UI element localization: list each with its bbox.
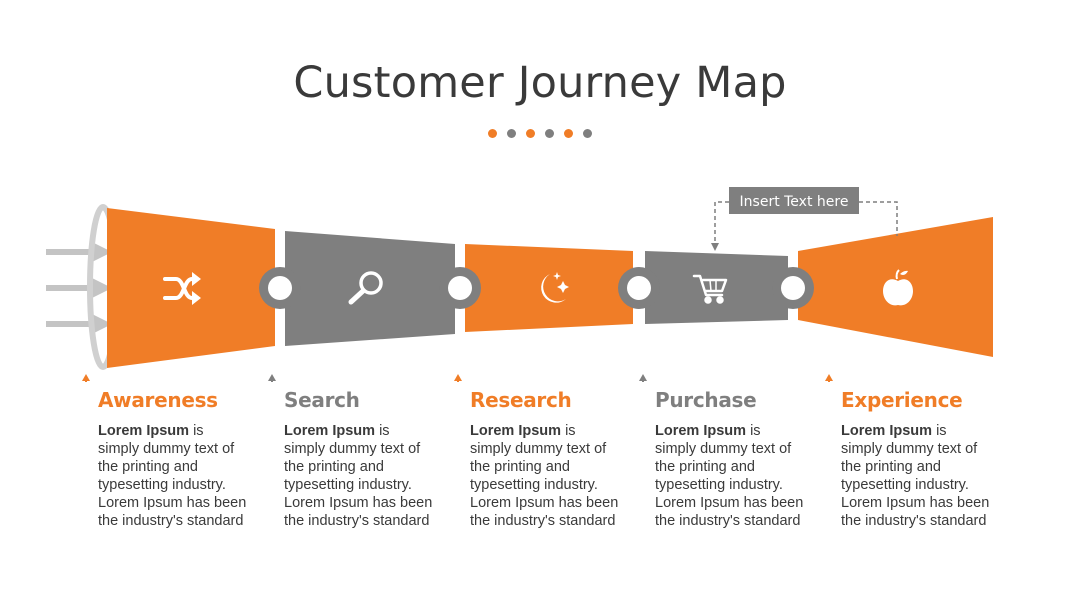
arrow-icon xyxy=(46,242,112,262)
page-title: Customer Journey Map xyxy=(293,58,787,108)
step-heading: Search xyxy=(284,388,360,412)
step-divider xyxy=(82,374,90,382)
connector xyxy=(772,267,814,309)
segment-search[interactable] xyxy=(285,231,455,346)
magnifier-icon xyxy=(348,271,383,305)
step-divider xyxy=(639,374,647,382)
step-description: Lorem Ipsum is simply dummy text of the … xyxy=(470,423,619,529)
connector xyxy=(618,267,660,309)
segment-awareness[interactable] xyxy=(107,208,275,368)
decorative-dot xyxy=(564,129,573,138)
arrow-icon xyxy=(46,314,112,334)
decorative-dot xyxy=(545,129,554,138)
callout-box[interactable] xyxy=(729,187,859,214)
step-description: Lorem Ipsum is simply dummy text of the … xyxy=(655,423,804,529)
step-description: Lorem Ipsum is simply dummy text of the … xyxy=(98,423,247,529)
step-divider xyxy=(825,374,833,382)
callout: Insert Text here xyxy=(711,187,898,251)
decorative-dot xyxy=(488,129,497,138)
decorative-dot xyxy=(507,129,516,138)
decorative-dot xyxy=(526,129,535,138)
connector xyxy=(259,267,301,309)
arrow-icon xyxy=(46,278,112,298)
callout-text: Insert Text here xyxy=(740,194,849,210)
title-dots xyxy=(0,129,1080,138)
apple-icon xyxy=(883,269,913,306)
step-heading: Purchase xyxy=(655,388,757,412)
shuffle-icon xyxy=(163,272,201,305)
step-divider xyxy=(268,374,276,382)
step-description: Lorem Ipsum is simply dummy text of the … xyxy=(841,423,990,529)
moon-stars-icon xyxy=(541,272,569,303)
step-heading: Awareness xyxy=(98,388,218,412)
step-heading: Experience xyxy=(841,388,963,412)
connector xyxy=(439,267,481,309)
decorative-dot xyxy=(583,129,592,138)
step-heading: Research xyxy=(470,388,572,412)
step-divider xyxy=(454,374,462,382)
step-description: Lorem Ipsum is simply dummy text of the … xyxy=(284,423,433,529)
shopping-cart-icon xyxy=(692,274,728,304)
incoming-arrows xyxy=(46,242,112,334)
segment-research[interactable] xyxy=(465,244,633,332)
